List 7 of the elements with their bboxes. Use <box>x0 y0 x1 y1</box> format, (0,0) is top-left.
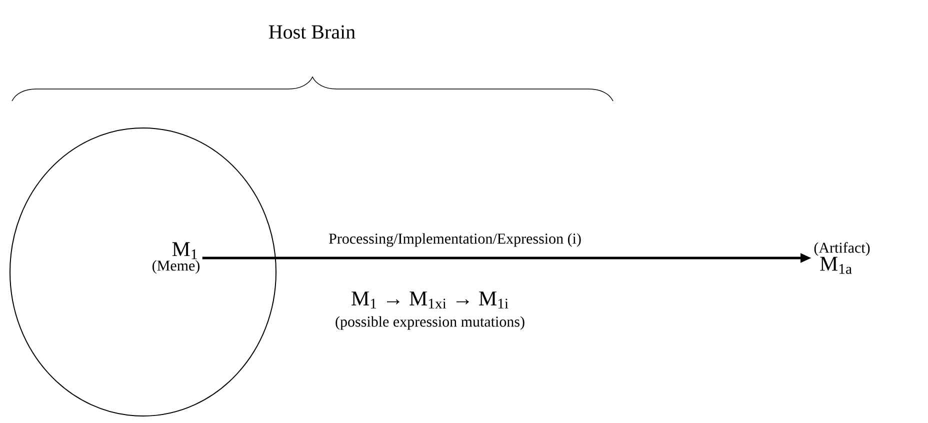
ellipse <box>10 128 276 416</box>
meme-label: M$_{1}$ (Meme) <box>152 242 200 274</box>
edge-label: Processing/Implementation/Expression (i) <box>328 232 582 248</box>
formula-text: M$_{1}$ → M$_{1xi}$ → M$_{1i}$ <box>352 292 508 308</box>
note: (possible expression mutations) <box>336 316 524 330</box>
artifact-label: (Artifact) M$_{1a}$ <box>814 242 870 274</box>
heading: Host Brain <box>268 25 356 39</box>
